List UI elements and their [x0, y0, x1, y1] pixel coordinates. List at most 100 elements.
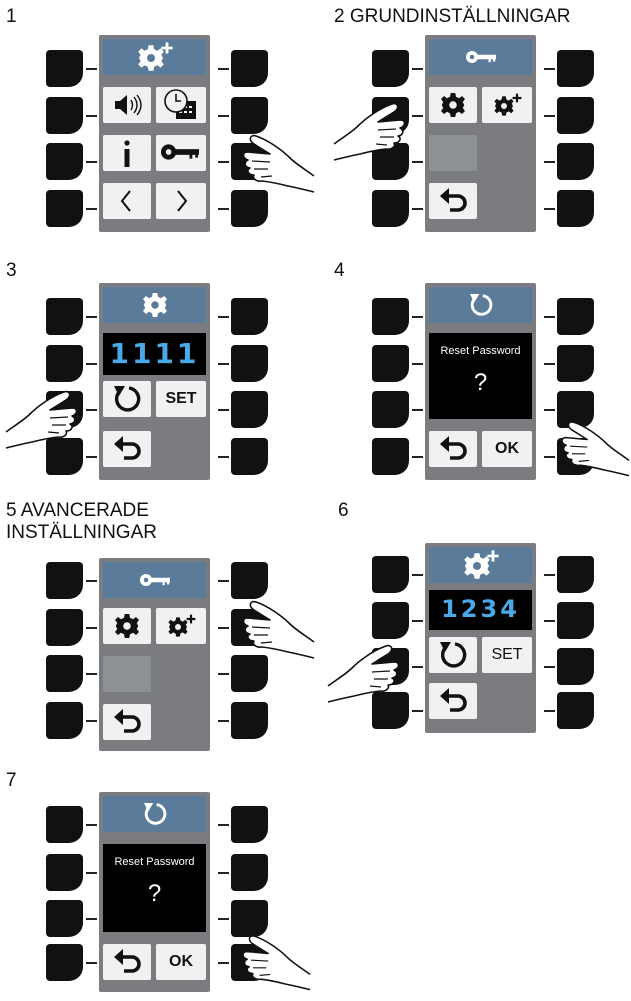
- device-key-left-2[interactable]: [46, 609, 83, 646]
- device-key-right-2[interactable]: [231, 345, 268, 382]
- device-key-right-1[interactable]: [231, 562, 268, 599]
- device-key-right-3[interactable]: [231, 900, 268, 937]
- advanced-settings-button[interactable]: [156, 608, 206, 644]
- device-key-right-4[interactable]: [557, 692, 594, 729]
- pointing-hand-icon: [242, 600, 315, 659]
- ok-button[interactable]: OK: [156, 944, 206, 980]
- reset-dialog: Reset Password ?: [429, 333, 532, 419]
- ok-label: OK: [495, 440, 519, 457]
- dialog-title: Reset Password: [114, 856, 195, 868]
- device-key-right-1[interactable]: [557, 556, 594, 593]
- device-key-left-4[interactable]: [372, 692, 409, 729]
- panel-header: [103, 39, 206, 75]
- key-icon: [140, 574, 170, 586]
- ok-button[interactable]: OK: [482, 431, 532, 467]
- back-button[interactable]: [103, 431, 151, 467]
- back-arrow-icon: [438, 686, 467, 712]
- set-button[interactable]: SET: [156, 381, 206, 417]
- device-key-left-1[interactable]: [46, 562, 83, 599]
- device-key-left-1[interactable]: [372, 50, 409, 87]
- speaker-icon: [115, 94, 142, 116]
- device-key-left-4[interactable]: [372, 190, 409, 227]
- device-key-left-4[interactable]: [46, 702, 83, 739]
- device-key-left-3[interactable]: [372, 391, 409, 428]
- device-key-right-2[interactable]: [231, 97, 268, 134]
- panel-header: [103, 796, 206, 832]
- pin-display: 1234: [429, 590, 532, 630]
- pointing-hand-icon: [5, 390, 78, 449]
- device-key-right-1[interactable]: [557, 298, 594, 335]
- device-key-left-4[interactable]: [46, 438, 83, 475]
- device-key-left-1[interactable]: [46, 806, 83, 843]
- device-key-right-2[interactable]: [231, 854, 268, 891]
- display-panel: [99, 35, 210, 232]
- device-key-left-1[interactable]: [46, 298, 83, 335]
- back-arrow-icon: [438, 434, 467, 460]
- device-key-right-4[interactable]: [231, 702, 268, 739]
- step-number: 6: [338, 500, 349, 521]
- key-icon: [466, 51, 496, 63]
- back-button[interactable]: [103, 704, 151, 740]
- device-key-left-4[interactable]: [46, 944, 83, 981]
- clock-calendar-button[interactable]: [156, 87, 206, 123]
- device-key-right-2[interactable]: [557, 345, 594, 382]
- set-button[interactable]: SET: [482, 637, 532, 673]
- reset-icon: [438, 640, 467, 668]
- device-key-left-2[interactable]: [46, 854, 83, 891]
- device-key-right-3[interactable]: [557, 143, 594, 180]
- device-key-left-1[interactable]: [46, 50, 83, 87]
- back-arrow-icon: [438, 186, 467, 212]
- info-button[interactable]: [103, 135, 151, 171]
- basic-settings-button[interactable]: [103, 608, 151, 644]
- reset-button[interactable]: [429, 637, 477, 673]
- device-key-left-2[interactable]: [372, 345, 409, 382]
- step-number: 1: [6, 6, 17, 27]
- device-key-right-3[interactable]: [557, 648, 594, 685]
- step-title: 2 GRUNDINSTÄLLNINGAR: [334, 6, 571, 27]
- device-key-left-1[interactable]: [372, 298, 409, 335]
- device-key-left-1[interactable]: [372, 556, 409, 593]
- device-key-right-1[interactable]: [231, 298, 268, 335]
- back-button[interactable]: [429, 183, 477, 219]
- device-key-right-3[interactable]: [231, 391, 268, 428]
- next-button[interactable]: [156, 183, 206, 219]
- dialog-question: ?: [473, 369, 488, 396]
- back-button[interactable]: [429, 683, 477, 719]
- device-key-left-2[interactable]: [46, 97, 83, 134]
- device-key-left-3[interactable]: [46, 900, 83, 937]
- device-key-right-4[interactable]: [231, 438, 268, 475]
- back-button[interactable]: [103, 944, 151, 980]
- device-key-left-3[interactable]: [46, 655, 83, 692]
- pin-value: 1234: [441, 595, 520, 623]
- set-label: SET: [165, 390, 197, 407]
- key-button[interactable]: [156, 135, 206, 171]
- device-key-left-4[interactable]: [372, 438, 409, 475]
- device-key-right-4[interactable]: [557, 190, 594, 227]
- sound-button[interactable]: [103, 87, 151, 123]
- back-arrow-icon: [112, 434, 141, 460]
- step-6: 6 1234 SET: [316, 500, 631, 760]
- advanced-settings-button[interactable]: [482, 87, 532, 123]
- display-panel: Reset Password ? OK: [99, 792, 210, 992]
- device-key-right-1[interactable]: [231, 806, 268, 843]
- pointing-hand-icon: [327, 644, 400, 703]
- device-key-right-2[interactable]: [557, 602, 594, 639]
- reset-button[interactable]: [103, 381, 151, 417]
- device-key-left-4[interactable]: [46, 190, 83, 227]
- chevron-right-icon: [177, 190, 188, 212]
- device-key-right-2[interactable]: [557, 97, 594, 134]
- device-key-right-3[interactable]: [557, 391, 594, 428]
- previous-button[interactable]: [103, 183, 151, 219]
- device-key-right-4[interactable]: [231, 190, 268, 227]
- gear-icon: [115, 614, 139, 638]
- back-button[interactable]: [429, 431, 477, 467]
- device-key-left-3[interactable]: [46, 143, 83, 180]
- step-3: 3 1111 SET: [0, 260, 315, 490]
- device-key-right-3[interactable]: [231, 655, 268, 692]
- device-key-right-1[interactable]: [231, 50, 268, 87]
- device-key-left-2[interactable]: [372, 602, 409, 639]
- device-key-left-2[interactable]: [46, 345, 83, 382]
- basic-settings-button[interactable]: [429, 87, 477, 123]
- reset-dialog: Reset Password ?: [103, 844, 206, 932]
- device-key-right-1[interactable]: [557, 50, 594, 87]
